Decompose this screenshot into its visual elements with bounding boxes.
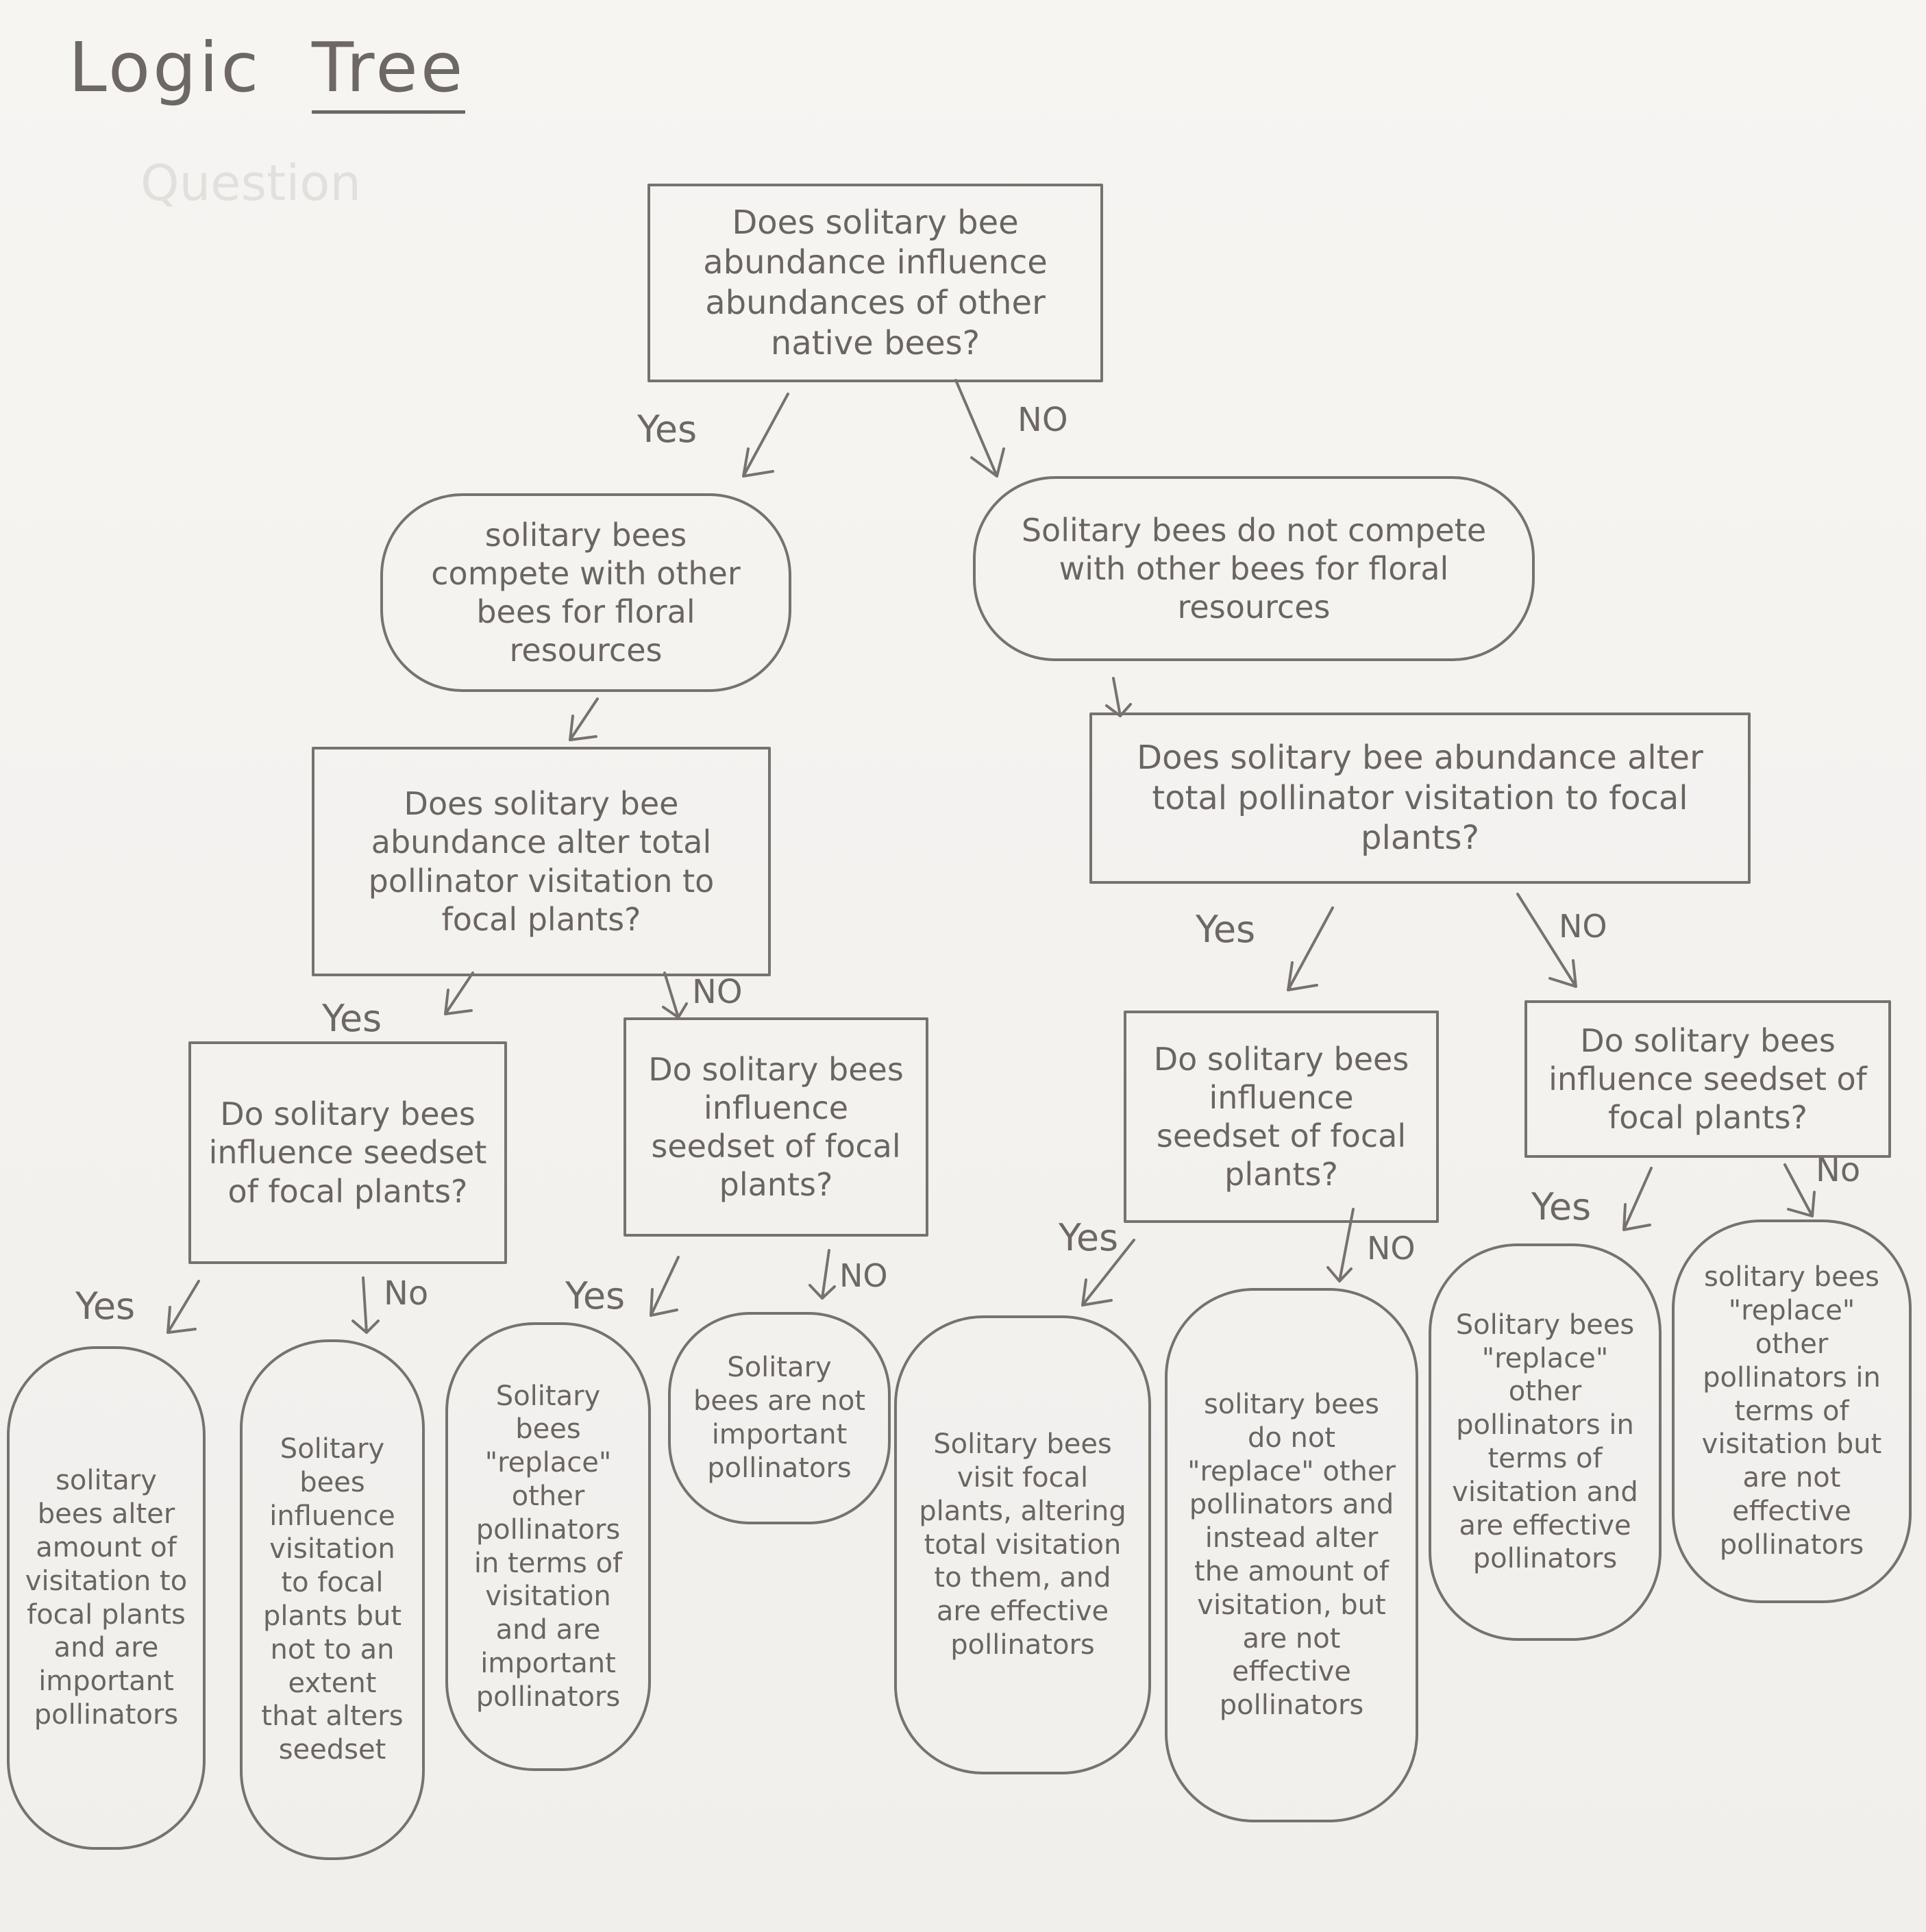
arrow-rightq-no	[1516, 893, 1577, 988]
label-seed2-yes: Yes	[565, 1274, 626, 1317]
label-root-yes: Yes	[637, 408, 697, 451]
outcome-oval-6: solitary bees do not "replace" other pol…	[1165, 1288, 1418, 1822]
right-visitation-question-box: Does solitary bee abundance alter total …	[1089, 713, 1751, 884]
label-seed4-yes: Yes	[1531, 1185, 1592, 1228]
label-seed3-yes: Yes	[1059, 1216, 1119, 1259]
outcome-oval-5: Solitary bees visit focal plants, alteri…	[894, 1315, 1151, 1774]
arrow-seed4-yes	[1622, 1167, 1653, 1231]
label-leftq-yes: Yes	[322, 997, 382, 1040]
seedset-question-box-2: Do solitary bees influence seedset of fo…	[624, 1017, 928, 1237]
label-seed1-yes: Yes	[75, 1285, 136, 1328]
seedset-question-box-3: Do solitary bees influence seedset of fo…	[1124, 1011, 1439, 1223]
left-visitation-question-box: Does solitary bee abundance alter total …	[312, 747, 771, 976]
outcome-oval-7: Solitary bees "replace" other pollinator…	[1429, 1243, 1662, 1641]
label-seed2-no: NO	[839, 1257, 888, 1294]
label-rightq-yes: Yes	[1196, 908, 1256, 951]
outcome-oval-4: Solitary bees are not important pollinat…	[668, 1312, 891, 1524]
arrow-seed2-no	[808, 1249, 836, 1300]
arrow-leftq-yes	[444, 971, 474, 1015]
outcome-oval-1: solitary bees alter amount of visitation…	[7, 1346, 206, 1850]
compete-statement-oval: solitary bees compete with other bees fo…	[380, 493, 791, 692]
label-seed1-no: No	[384, 1274, 429, 1313]
arrow-seed1-yes	[166, 1280, 200, 1334]
arrow-leftq-no	[662, 971, 688, 1019]
no-compete-statement-oval: Solitary bees do not compete with other …	[973, 476, 1535, 661]
root-question-box: Does solitary bee abundance influence ab…	[647, 184, 1103, 382]
arrow-root-no	[954, 379, 1005, 478]
label-seed3-no: NO	[1367, 1230, 1416, 1267]
outcome-oval-3: Solitary bees "replace" other pollinator…	[445, 1322, 651, 1771]
seedset-question-box-4: Do solitary bees influence seedset of fo…	[1524, 1000, 1891, 1158]
label-leftq-no: NO	[692, 973, 743, 1011]
arrow-rightq-yes	[1287, 906, 1334, 991]
arrow-seed4-no	[1783, 1163, 1816, 1217]
arrow-seed1-no	[351, 1276, 380, 1334]
seedset-question-box-1: Do solitary bees influence seedset of fo…	[188, 1041, 507, 1264]
arrow-nocompete-down	[1105, 677, 1132, 717]
arrow-seed2-yes	[650, 1256, 680, 1317]
arrow-compete-down	[569, 697, 599, 741]
title-tree: Tree	[312, 27, 466, 114]
arrow-seed3-yes	[1081, 1239, 1135, 1306]
arrow-root-yes	[742, 393, 789, 478]
outcome-oval-2: Solitary bees influence visitation to fo…	[240, 1339, 425, 1860]
label-rightq-no: NO	[1559, 908, 1607, 945]
label-root-no: NO	[1017, 401, 1068, 439]
title-logic: Logic	[69, 27, 262, 108]
outcome-oval-8: solitary bees "replace" other pollinator…	[1672, 1219, 1912, 1603]
faint-erased-word: Question	[140, 154, 362, 212]
